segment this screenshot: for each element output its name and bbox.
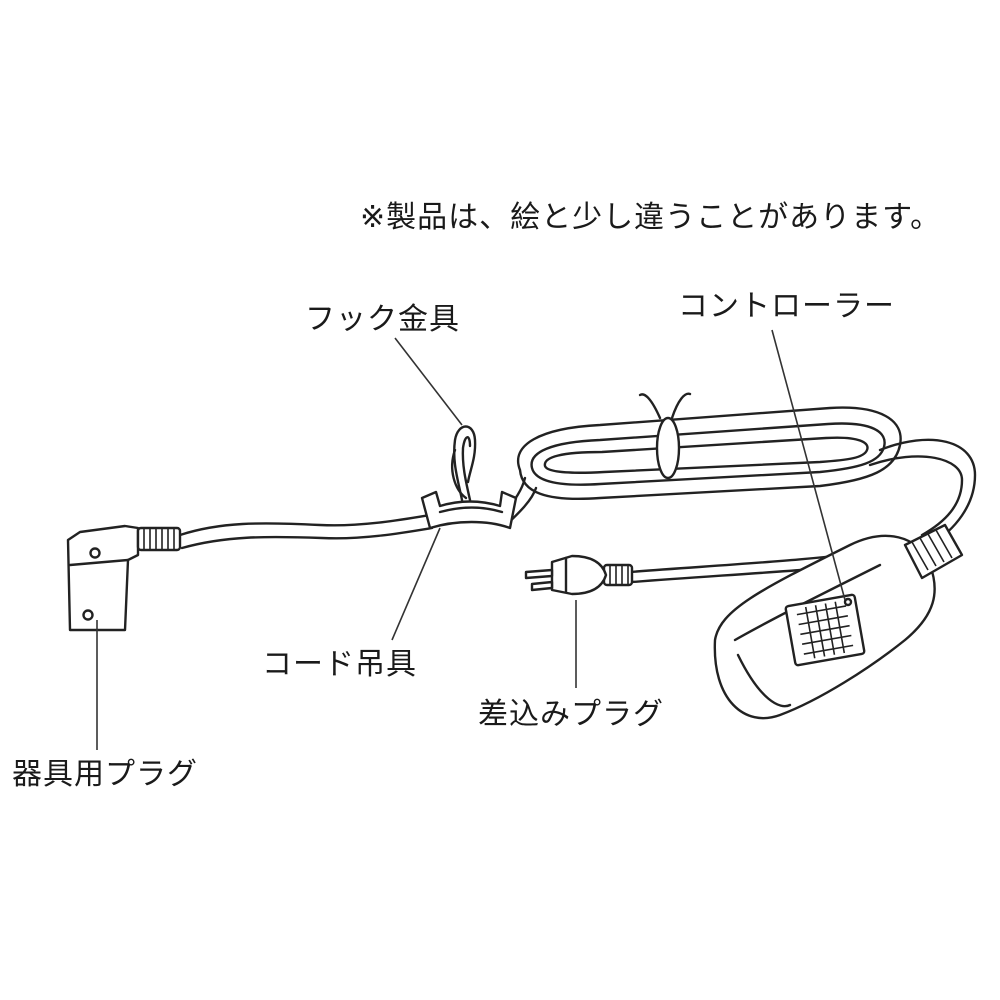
label-appliance-plug: 器具用プラグ <box>12 757 198 792</box>
label-power-plug: 差込みプラグ <box>478 697 664 732</box>
label-hook-fitting: フック金具 <box>305 302 460 337</box>
leader-lines <box>96 329 846 750</box>
cord-hanger <box>420 425 518 530</box>
cord-tie <box>638 392 692 480</box>
label-controller: コントローラー <box>678 289 895 324</box>
label-cord-hanger: コード吊具 <box>262 647 417 682</box>
disclaimer-note: ※製品は、絵と少し違うことがあります。 <box>360 200 942 235</box>
main-cord <box>178 513 432 537</box>
appliance-plug <box>66 524 182 632</box>
controller <box>713 523 964 720</box>
coiled-cord <box>517 406 977 547</box>
